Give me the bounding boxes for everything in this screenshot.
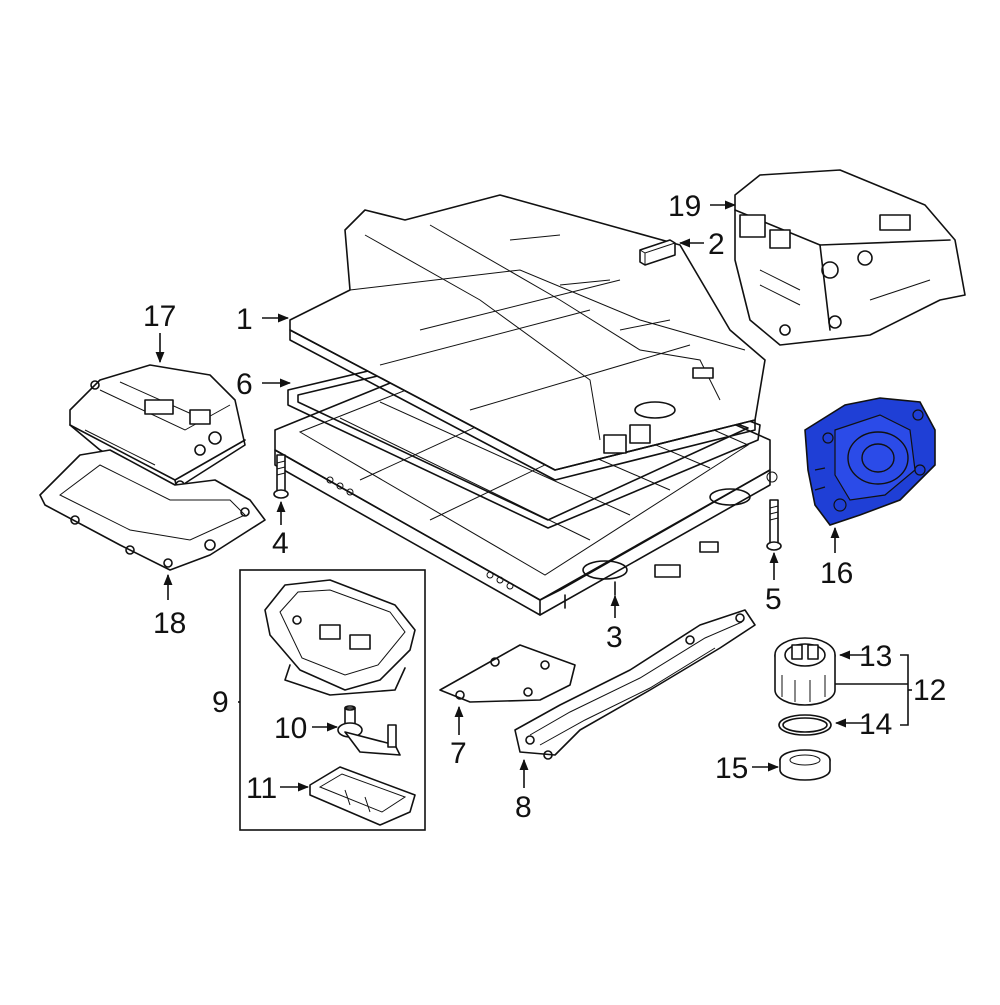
housing-part-9[interactable]: [264, 579, 416, 696]
callout-10: 10: [274, 712, 307, 745]
callout-19: 19: [668, 190, 701, 223]
callout-4: 4: [272, 527, 289, 560]
cap-part-15[interactable]: [779, 749, 831, 781]
callout-8: 8: [515, 791, 532, 824]
block-part-2[interactable]: [639, 239, 676, 266]
callout-17: 17: [143, 300, 176, 333]
callout-7: 7: [450, 737, 467, 770]
module-bracket-part-18[interactable]: [39, 449, 266, 571]
callout-14: 14: [859, 708, 892, 741]
frame-rail-part-8[interactable]: [514, 609, 756, 760]
actuator-part-10[interactable]: [337, 705, 401, 756]
callout-9: 9: [212, 686, 229, 719]
bolt-part-5[interactable]: [766, 499, 782, 551]
callout-11: 11: [246, 772, 277, 805]
leader-lines: [155, 200, 912, 792]
callout-12: 12: [913, 674, 946, 707]
inset-frame: [239, 569, 426, 831]
callout-6: 6: [236, 368, 253, 401]
port-cover-part-16-highlighted[interactable]: [804, 397, 936, 526]
shield-plate-part-7[interactable]: [439, 644, 576, 703]
callout-2: 2: [708, 228, 725, 261]
callout-18: 18: [153, 607, 186, 640]
callout-13: 13: [859, 640, 892, 673]
port-assembly-part-13[interactable]: [774, 637, 836, 706]
charger-module-part-19[interactable]: [734, 169, 966, 346]
callout-labels: 1 2 3 4 5 6 7 8 9 10 11 12 13 14 15 16 1…: [143, 190, 946, 824]
callout-5: 5: [765, 583, 782, 616]
callout-15: 15: [715, 752, 748, 785]
callout-16: 16: [820, 557, 853, 590]
callout-3: 3: [606, 621, 623, 654]
bolt-part-4[interactable]: [273, 454, 289, 499]
o-ring-part-14[interactable]: [778, 714, 832, 736]
tray-part-11[interactable]: [309, 766, 416, 826]
callout-1: 1: [236, 303, 253, 336]
